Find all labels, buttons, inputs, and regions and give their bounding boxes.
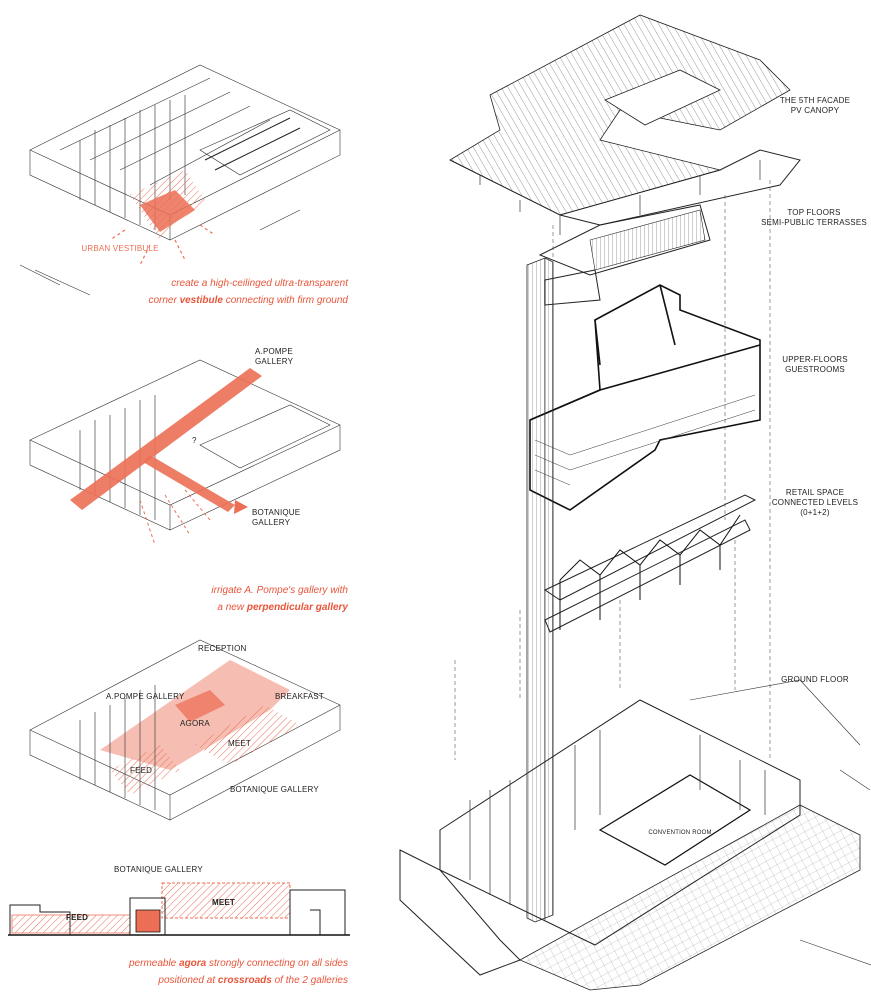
question-mark-label: ?	[192, 436, 197, 445]
top-floors-label: TOP FLOORS SEMI-PUBLIC TERRASSES	[760, 208, 868, 228]
section-caption-bold2: crossroads	[217, 975, 272, 986]
retail-label-line3: (0+1+2)	[800, 508, 830, 517]
top-floors	[538, 204, 711, 306]
section-caption-pre1: permeable	[128, 958, 180, 969]
guestrooms-label-line1: UPPER-FLOORS	[782, 355, 848, 364]
breakfast-label: BREAKFAST	[275, 692, 324, 701]
panel2-caption-line2: a new perpendicular gallery	[70, 599, 348, 616]
section-caption-post2: of the 2 galleries	[271, 975, 348, 986]
section-feed-label: FEED	[66, 913, 89, 922]
pv-canopy-label-line2: PV CANOPY	[790, 106, 840, 115]
pv-canopy-label-line1: THE 5TH FACADE	[779, 96, 851, 105]
panel1-axonometric	[19, 64, 341, 296]
botanique-gallery-label-2: BOTANIQUE GALLERY	[230, 785, 319, 794]
botanique-gallery-label: BOTANIQUE GALLERY	[252, 508, 300, 528]
pv-canopy-label: THE 5TH FACADE PV CANOPY	[770, 96, 860, 116]
retail-label-line1: RETAIL SPACE	[785, 488, 845, 497]
panel1-caption-line2: corner vestibule connecting with firm gr…	[70, 292, 348, 309]
meet-label: MEET	[228, 739, 252, 748]
panel2-caption-pre: a new	[217, 602, 247, 613]
botanique-gallery-label-line1: BOTANIQUE	[252, 508, 301, 517]
pompe-gallery-label: A.POMPE GALLERY	[255, 347, 293, 367]
panel1-caption-bold: vestibule	[179, 295, 223, 306]
retail-trusses	[543, 494, 757, 633]
guide-lines	[454, 180, 771, 760]
section-drawing	[8, 882, 350, 936]
agora-label: AGORA	[180, 719, 210, 728]
panel1-caption: create a high-ceilinged ultra-transparen…	[70, 275, 348, 309]
botanique-gallery-label-line2: GALLERY	[252, 518, 291, 527]
section-caption-line2: positioned at crossroads of the 2 galler…	[40, 972, 348, 989]
panel2-caption-line1: irrigate A. Pompe's gallery with	[211, 585, 348, 596]
pompe-gallery-label-line2: GALLERY	[255, 357, 294, 366]
panel3-axonometric	[29, 639, 341, 821]
reception-label: RECEPTION	[198, 644, 247, 653]
pompe-gallery-label-line1: A.POMPE	[255, 347, 293, 356]
section-caption-line1: permeable agora strongly connecting on a…	[40, 955, 348, 972]
panel2-axonometric	[29, 359, 341, 546]
top-floors-label-line1: TOP FLOORS	[787, 208, 841, 217]
guestrooms-label-line2: GUESTROOMS	[785, 365, 845, 374]
top-floors-label-line2: SEMI-PUBLIC TERRASSES	[761, 218, 867, 227]
section-caption: permeable agora strongly connecting on a…	[40, 955, 348, 989]
convention-room-label: CONVENTION ROOM	[648, 830, 712, 836]
panel1-caption-pre: corner	[148, 295, 180, 306]
pv-canopy	[449, 14, 801, 235]
retail-label-line2: CONNECTED LEVELS	[771, 498, 859, 507]
ground-floor-label: GROUND FLOOR	[781, 675, 849, 684]
section-caption-post1: strongly connecting on all sides	[206, 958, 348, 969]
urban-vestibule-label-text: URBAN VESTIBULE	[81, 244, 159, 253]
section-caption-pre2: positioned at	[158, 975, 218, 986]
ground-floor	[399, 679, 871, 991]
tower	[526, 257, 554, 923]
panel1-caption-line1: create a high-ceilinged ultra-transparen…	[171, 278, 348, 289]
retail-label: RETAIL SPACE CONNECTED LEVELS (0+1+2)	[770, 488, 860, 518]
panel2-caption: irrigate A. Pompe's gallery with a new p…	[70, 582, 348, 616]
guestrooms-block	[529, 284, 761, 511]
section-meet-label: MEET	[212, 898, 236, 907]
feed-label: FEED	[130, 766, 153, 775]
urban-vestibule-label: URBAN VESTIBULE	[80, 244, 160, 254]
panel1-caption-post: connecting with firm ground	[222, 295, 348, 306]
panel2-caption-bold: perpendicular gallery	[246, 602, 348, 613]
pompe-gallery-label-2: A.POMPE GALLERY	[106, 692, 185, 701]
section-caption-bold1: agora	[179, 958, 207, 969]
guestrooms-label: UPPER-FLOORS GUESTROOMS	[770, 355, 860, 375]
section-title: BOTANIQUE GALLERY	[114, 865, 203, 874]
